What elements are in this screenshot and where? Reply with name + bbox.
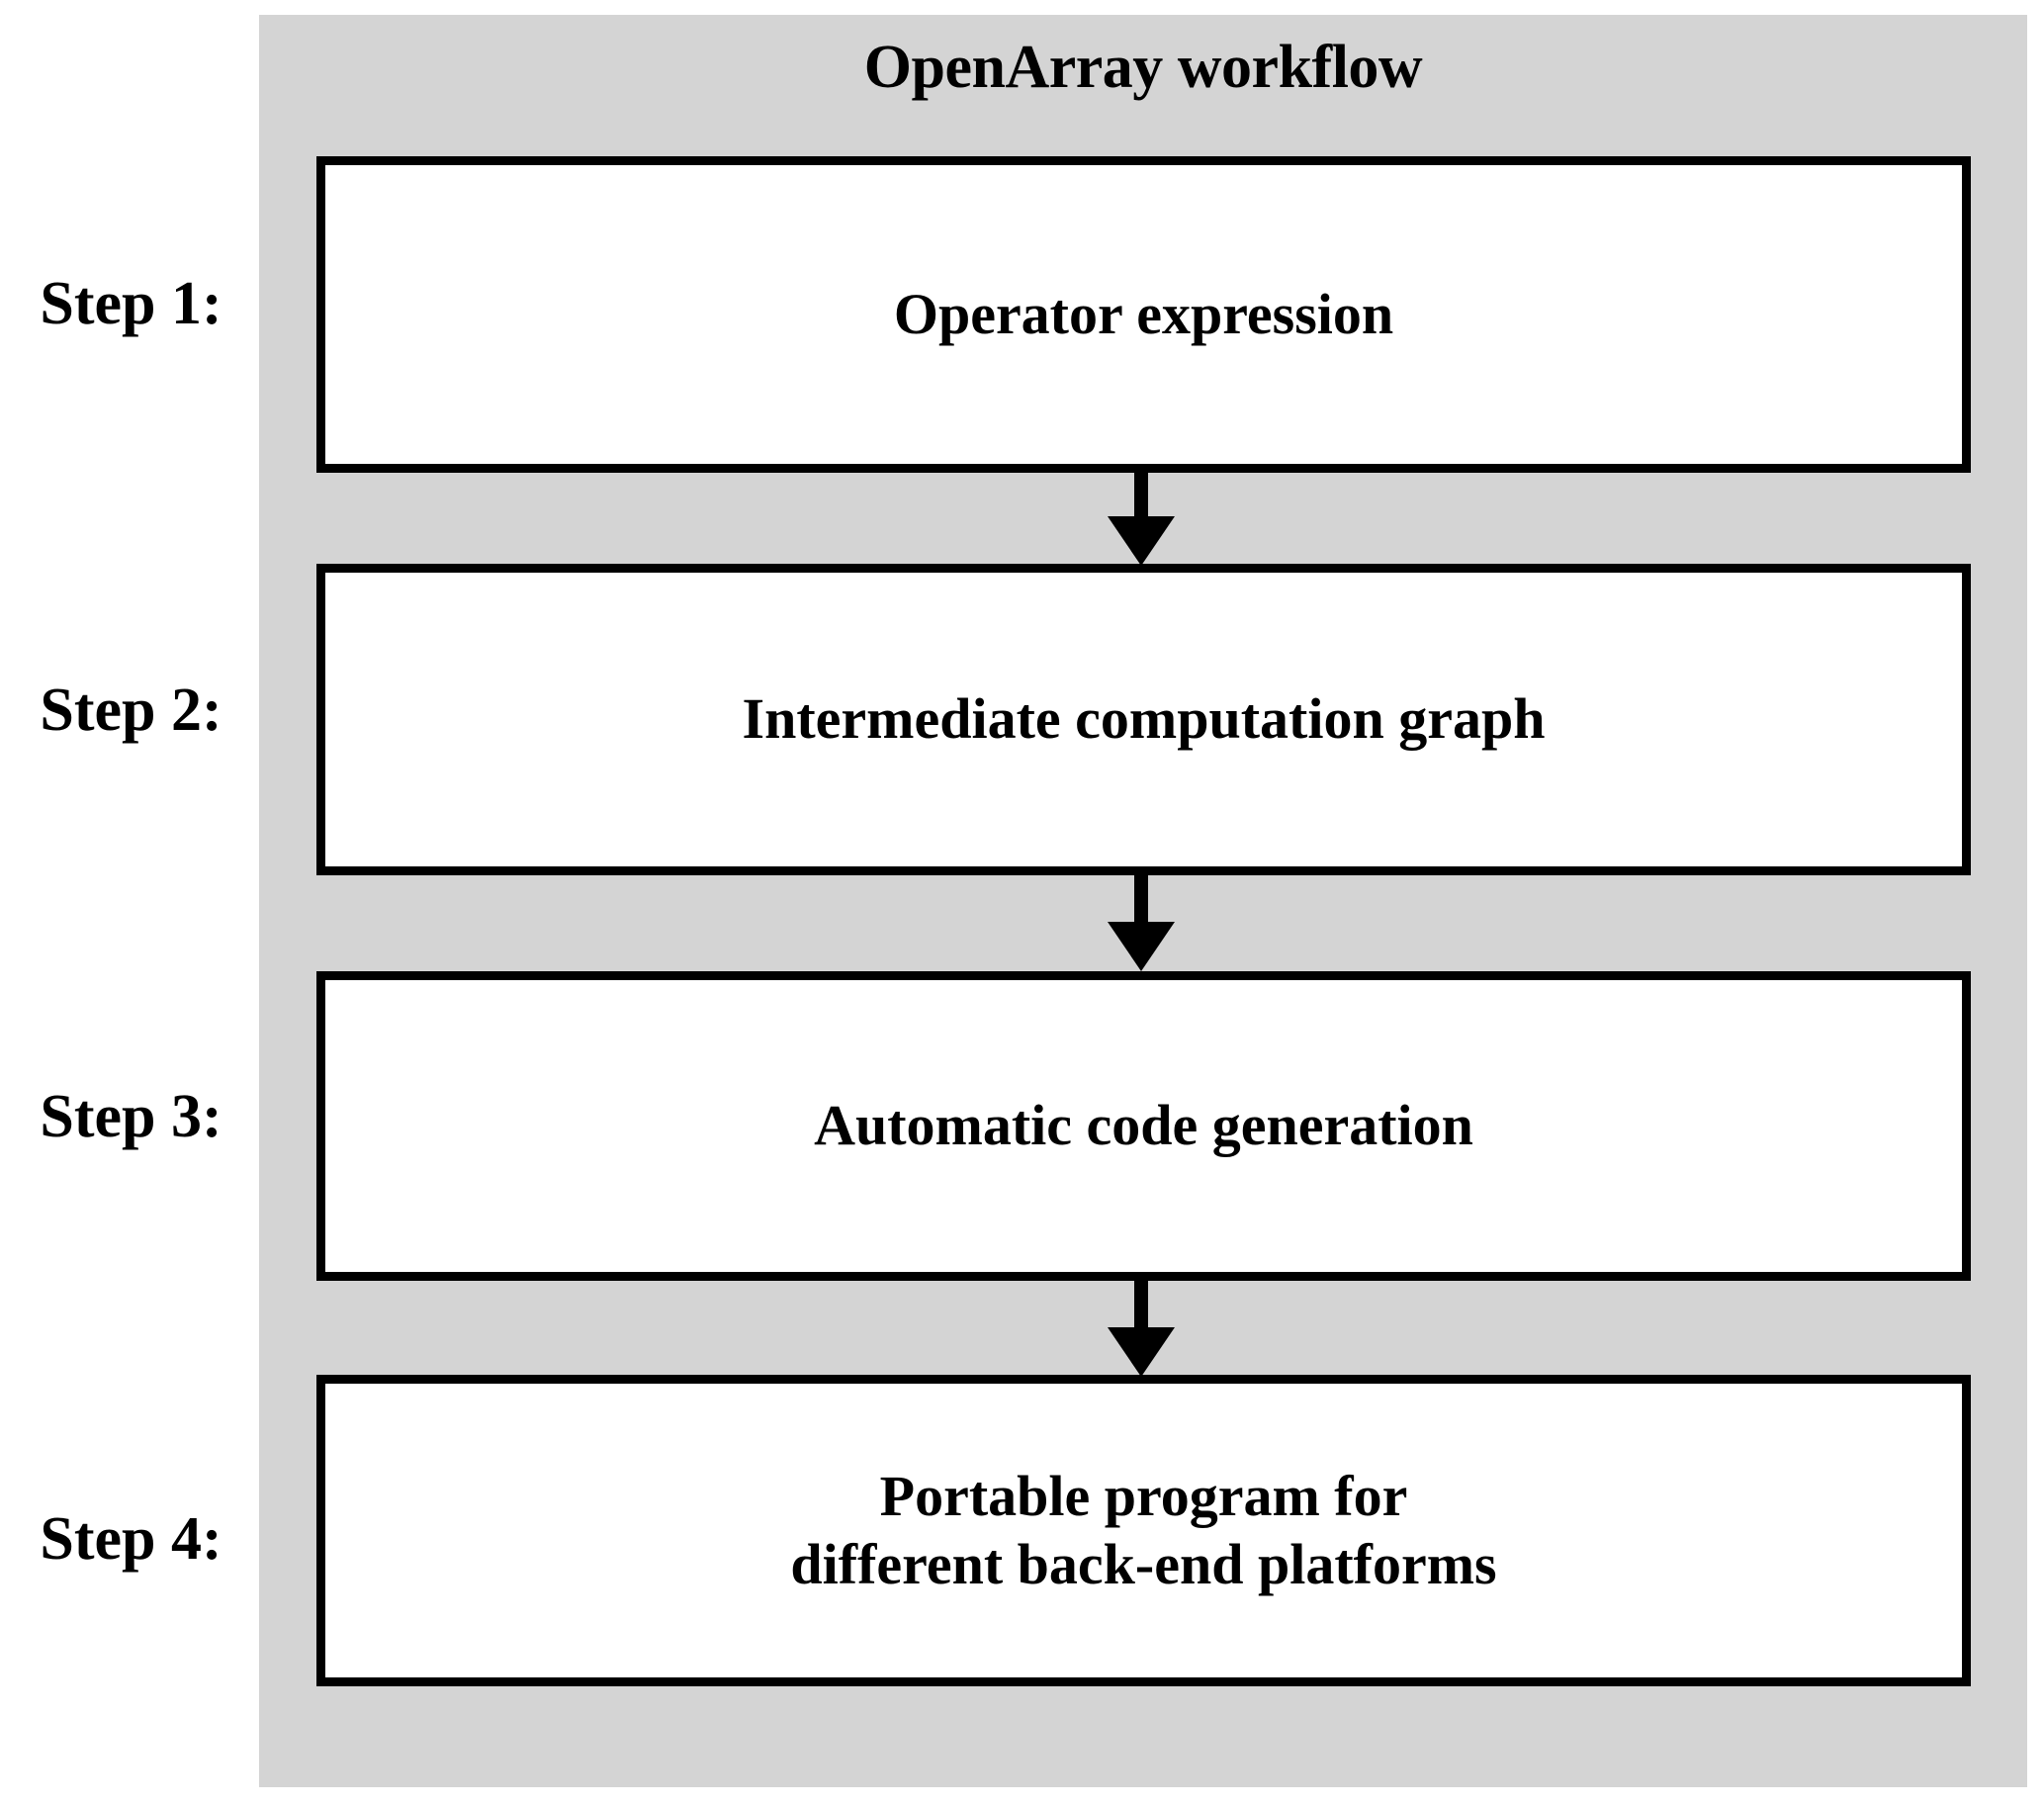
step-box-4-text: Portable program for different back-end …	[770, 1463, 1516, 1598]
step-label-4: Step 4:	[40, 1505, 222, 1573]
step-label-2: Step 2:	[40, 677, 222, 744]
step-label-3: Step 3:	[40, 1083, 222, 1150]
step-box-2-line-1: Intermediate computation graph	[742, 686, 1546, 752]
step-box-1: Operator expression	[316, 156, 1971, 473]
step-box-3-line-1: Automatic code generation	[814, 1093, 1473, 1158]
step-box-1-text: Operator expression	[874, 281, 1413, 348]
step-box-2: Intermediate computation graph	[316, 564, 1971, 875]
connector-arrow-2-shaft	[1134, 875, 1148, 933]
step-box-1-line-1: Operator expression	[893, 281, 1394, 346]
step-label-1: Step 1:	[40, 270, 222, 337]
step-box-3-text: Automatic code generation	[794, 1092, 1493, 1159]
step-box-3: Automatic code generation	[316, 971, 1971, 1281]
step-box-2-text: Intermediate computation graph	[723, 685, 1565, 753]
step-box-4-line-1: Portable program for	[879, 1464, 1408, 1529]
connector-arrow-2-head	[1108, 922, 1175, 971]
connector-arrow-1-shaft	[1134, 473, 1148, 526]
connector-arrow-3-head	[1108, 1327, 1175, 1377]
connector-arrow-3-shaft	[1134, 1281, 1148, 1338]
step-box-4-line-2: different back-end platforms	[790, 1531, 1497, 1596]
diagram-title: OpenArray workflow	[863, 34, 1423, 101]
connector-arrow-1-head	[1108, 516, 1175, 566]
step-box-4: Portable program for different back-end …	[316, 1375, 1971, 1686]
